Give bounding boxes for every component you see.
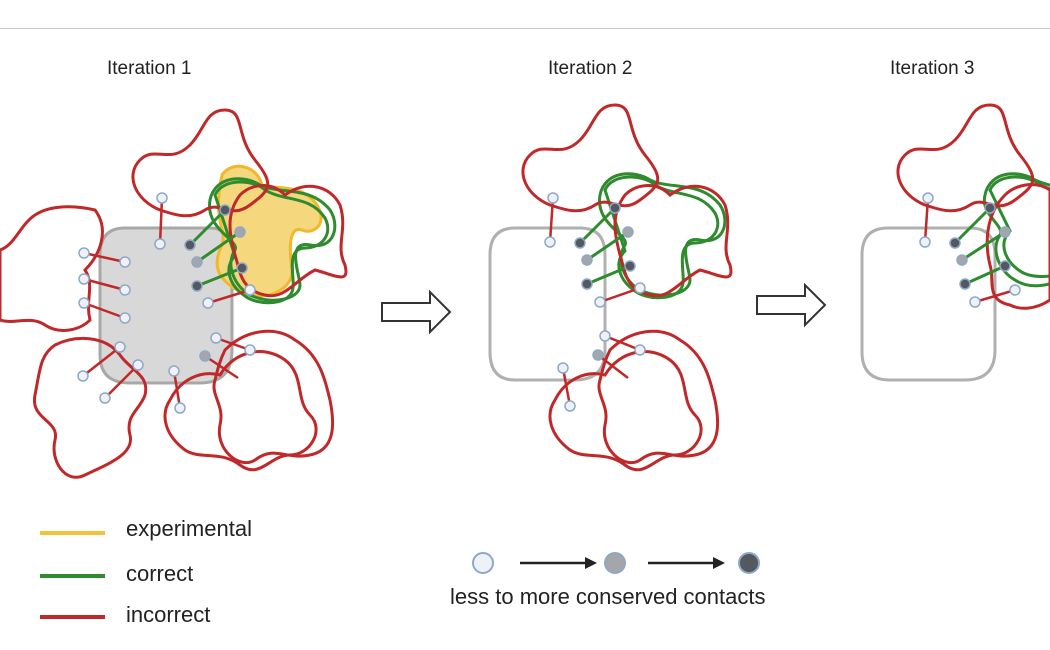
legend-label-experimental: experimental (126, 516, 252, 541)
top-divider (0, 28, 1050, 29)
contact-points (77, 192, 256, 414)
iteration-3-title: Iteration 3 (890, 58, 975, 79)
legend-label-correct: correct (126, 561, 194, 586)
conservation-scale (472, 552, 760, 574)
iteration-3-panel (860, 103, 1050, 382)
iteration-1-panel (0, 108, 348, 479)
iteration-1-title: Iteration 1 (107, 58, 192, 79)
high-conservation-dot (738, 552, 760, 574)
receptor-outline (488, 226, 607, 382)
low-conservation-dot (472, 552, 494, 574)
mid-conservation-dot (604, 552, 626, 574)
iteration-2-title: Iteration 2 (548, 58, 633, 79)
correct-contact-lines (188, 208, 243, 288)
conservation-caption: less to more conserved contacts (450, 584, 766, 609)
legend-label-incorrect: incorrect (126, 602, 211, 627)
arrow-icon (585, 557, 597, 569)
arrow-icon (381, 289, 452, 335)
contact-lines (82, 197, 251, 409)
iteration-2-panel (488, 103, 733, 472)
arrow-icon (756, 282, 827, 328)
arrow-icon (713, 557, 725, 569)
